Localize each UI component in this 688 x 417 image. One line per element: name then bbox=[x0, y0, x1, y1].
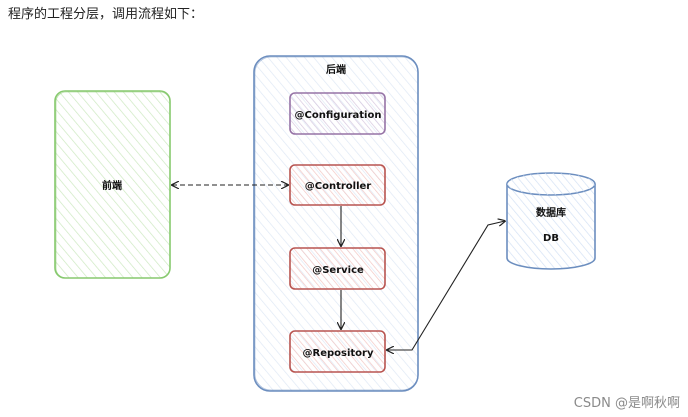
service-layer: @Service bbox=[289, 247, 386, 290]
configuration-layer: @Configuration bbox=[289, 92, 386, 135]
repository-layer: @Repository bbox=[289, 330, 386, 373]
intro-text: 程序的工程分层，调用流程如下： bbox=[8, 7, 204, 22]
watermark-text: CSDN @是啊秋啊 bbox=[573, 396, 680, 411]
controller-label: @Controller bbox=[305, 181, 372, 192]
connectors bbox=[172, 185, 505, 350]
repository-database-arrow bbox=[387, 221, 505, 350]
frontend-label: 前端 bbox=[102, 179, 122, 192]
backend-container: 后端 bbox=[253, 55, 419, 392]
database-sublabel: DB bbox=[543, 233, 559, 244]
database-label: 数据库 bbox=[536, 206, 566, 219]
frontend-node: 前端 bbox=[54, 90, 171, 279]
repository-label: @Repository bbox=[303, 348, 374, 359]
controller-layer: @Controller bbox=[289, 164, 386, 206]
configuration-label: @Configuration bbox=[295, 110, 382, 121]
backend-label: 后端 bbox=[326, 63, 346, 76]
database-node: 数据库 DB bbox=[506, 172, 596, 270]
service-label: @Service bbox=[312, 265, 364, 276]
